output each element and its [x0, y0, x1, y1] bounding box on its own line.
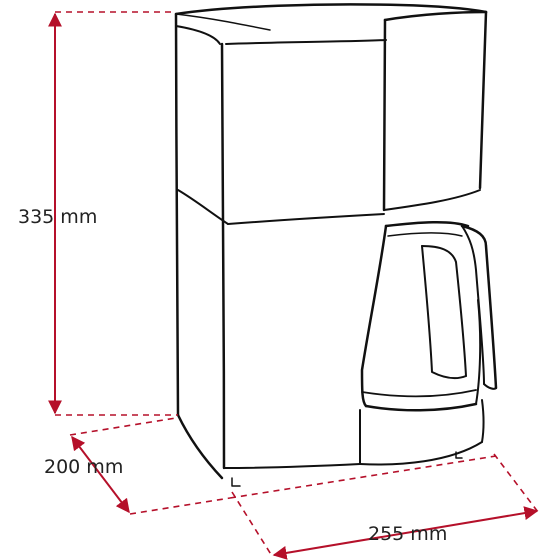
width-extension-right — [493, 453, 539, 513]
depth-extension-front — [129, 497, 231, 515]
width-extension-left — [231, 491, 273, 557]
width-dimension-label: 255 mm — [368, 523, 448, 545]
width-dimension-arrow — [272, 506, 539, 560]
dimension-lines — [48, 11, 539, 560]
depth-dimension-label: 200 mm — [44, 456, 124, 478]
coffee-maker-outline — [174, 3, 498, 487]
depth-dimension-arrow — [71, 435, 130, 514]
width-extension-base — [229, 455, 497, 499]
height-dimension-label: 335 mm — [18, 206, 98, 228]
depth-extension-back — [69, 417, 177, 436]
